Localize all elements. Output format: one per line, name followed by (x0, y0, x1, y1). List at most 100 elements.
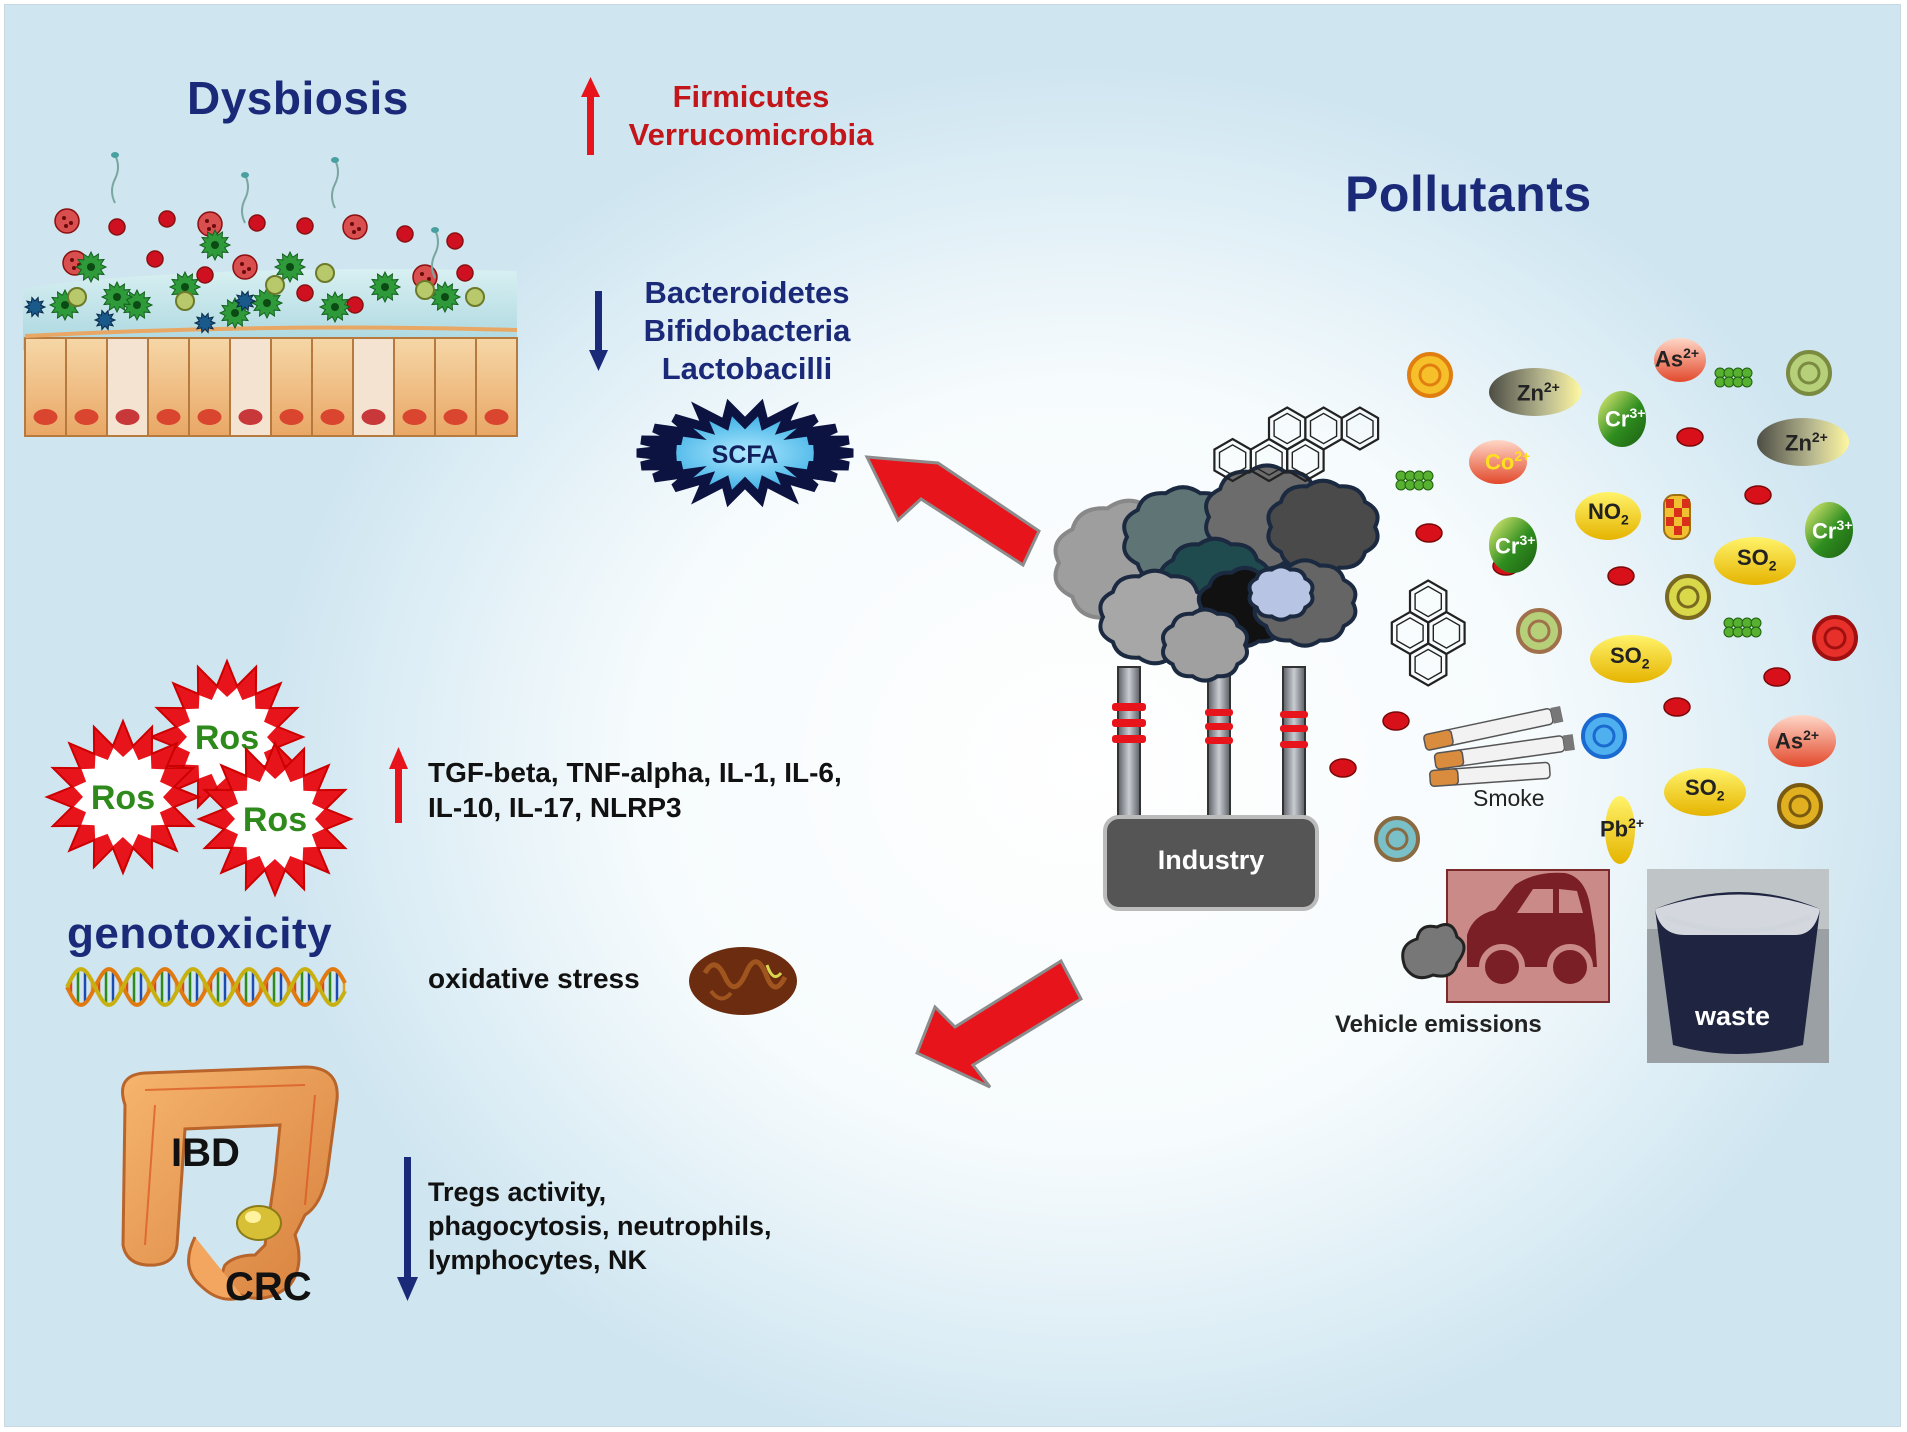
bacterium-olive (415, 280, 435, 300)
cell-nucleus (115, 409, 140, 425)
decrease-arrow-immune (397, 1157, 418, 1301)
flagellum (431, 229, 439, 279)
ion-oval (1664, 768, 1746, 816)
bacterium-red (456, 264, 474, 282)
bacterium-red (248, 214, 266, 232)
ion-label-so: SO2 (1685, 775, 1725, 804)
bacterium-red (197, 211, 223, 237)
ros-label: Ros (243, 801, 307, 839)
cell-nucleus (197, 409, 222, 425)
polycyclic-hydrocarbon-2 (1390, 579, 1466, 687)
vehicle-emissions-car (1401, 869, 1610, 1003)
ion-label-cr: Cr3+ (1812, 517, 1853, 544)
particle-ring (1374, 816, 1420, 862)
genotoxicity-heading: genotoxicity (67, 909, 333, 958)
bacterium-red (232, 254, 258, 280)
oxidative-stress-label: oxidative stress (428, 963, 640, 994)
ion-label-no: NO2 (1588, 499, 1629, 528)
bacterium-blue (23, 296, 47, 318)
bacterium-blue (233, 290, 257, 312)
cytokines-line-2: IL-10, IL-17, NLRP3 (428, 792, 682, 823)
particle-cluster (1750, 626, 1762, 638)
ion-label-zn: Zn2+ (1517, 379, 1560, 406)
ion-oval (1654, 338, 1706, 382)
immune-text: Tregs activity, phagocytosis, neutrophil… (428, 1175, 772, 1277)
ion-oval (1757, 418, 1849, 466)
particle-red (1763, 667, 1791, 687)
industry-factory (1053, 463, 1380, 911)
ion-oval (1598, 391, 1646, 447)
bacterium-olive (265, 275, 285, 295)
waste-bin-photo (1647, 869, 1829, 1063)
ion-label-as: As2+ (1655, 345, 1700, 372)
cell-nucleus (320, 409, 345, 425)
ion-label-as: As2+ (1775, 727, 1820, 754)
particle-red (1744, 485, 1772, 505)
bacterium-red (396, 225, 414, 243)
bacterium-red (108, 218, 126, 236)
arrow-pollutants-to-effects (915, 958, 1083, 1089)
industry-label: Industry (1157, 845, 1265, 875)
cytokines-line-1: TGF-beta, TNF-alpha, IL-1, IL-6, (428, 757, 842, 788)
particle-ring (1516, 608, 1562, 654)
flagellum (241, 174, 249, 224)
colon-illustration (121, 1065, 339, 1301)
bacterium-red (296, 217, 314, 235)
immune-line-2: phagocytosis, neutrophils, (428, 1211, 772, 1241)
pollutant-particles (1329, 338, 1858, 864)
particle-red (1382, 711, 1410, 731)
bacterium-olive (315, 263, 335, 283)
particle-ring (1812, 615, 1858, 661)
arrow-pollutants-to-scfa (864, 455, 1041, 568)
particle-red (1663, 697, 1691, 717)
benzene-ring (1213, 437, 1252, 483)
particle-red (1676, 427, 1704, 447)
dna-strand (65, 966, 347, 1008)
ros-star-center (73, 747, 173, 847)
bacteria-lactobacilli: Lactobacilli (661, 351, 833, 386)
particle-red (1415, 523, 1443, 543)
ion-oval (1590, 635, 1672, 683)
ion-oval (1489, 368, 1581, 416)
particle-ring (1786, 350, 1832, 396)
particle-ring (1407, 352, 1453, 398)
ion-oval (1605, 796, 1635, 864)
bacterium-blue (193, 312, 217, 334)
bacteria-firmicutes: Firmicutes (672, 79, 830, 114)
scfa-starburst (636, 398, 854, 508)
cell-nucleus (279, 409, 304, 425)
bacteria-bacteroidetes: Bacteroidetes (644, 275, 850, 310)
bacteria-verrucomicrobia: Verrucomicrobia (628, 117, 874, 152)
ion-label-so: SO2 (1610, 643, 1650, 672)
benzene-ring (1408, 579, 1448, 624)
particle-cluster (1741, 376, 1753, 388)
waste-label: waste (1695, 1001, 1771, 1031)
smoke-cloud (1247, 564, 1315, 622)
bacteria-bifidobacteria: Bifidobacteria (643, 313, 851, 348)
cell-nucleus (484, 409, 509, 425)
ros-label: Ros (91, 779, 155, 817)
polycyclic-hydrocarbon-1 (1213, 406, 1380, 483)
ion-oval (1489, 517, 1537, 573)
ion-label-co: Co2+ (1485, 448, 1531, 475)
smoke-cloud (1161, 607, 1249, 683)
increased-bacteria-list: Firmicutes Verrucomicrobia (613, 78, 889, 154)
bacterium-red (296, 284, 314, 302)
ion-label-so: SO2 (1737, 545, 1777, 574)
pollutants-heading: Pollutants (1345, 166, 1592, 222)
dysbiosis-heading: Dysbiosis (187, 72, 409, 124)
intestinal-epithelium-illustration (23, 152, 518, 437)
cell-nucleus (33, 409, 58, 425)
benzene-ring (1340, 406, 1380, 451)
smoke-cloud (1266, 478, 1380, 576)
bacterium-red (196, 266, 214, 284)
flagellum (111, 154, 119, 204)
cell-nucleus (361, 409, 386, 425)
epithelial-cell (106, 337, 149, 437)
mitochondrion (689, 947, 797, 1015)
cigarettes-smoke (1423, 705, 1575, 788)
flagellum (331, 159, 339, 209)
particle-red (1607, 566, 1635, 586)
